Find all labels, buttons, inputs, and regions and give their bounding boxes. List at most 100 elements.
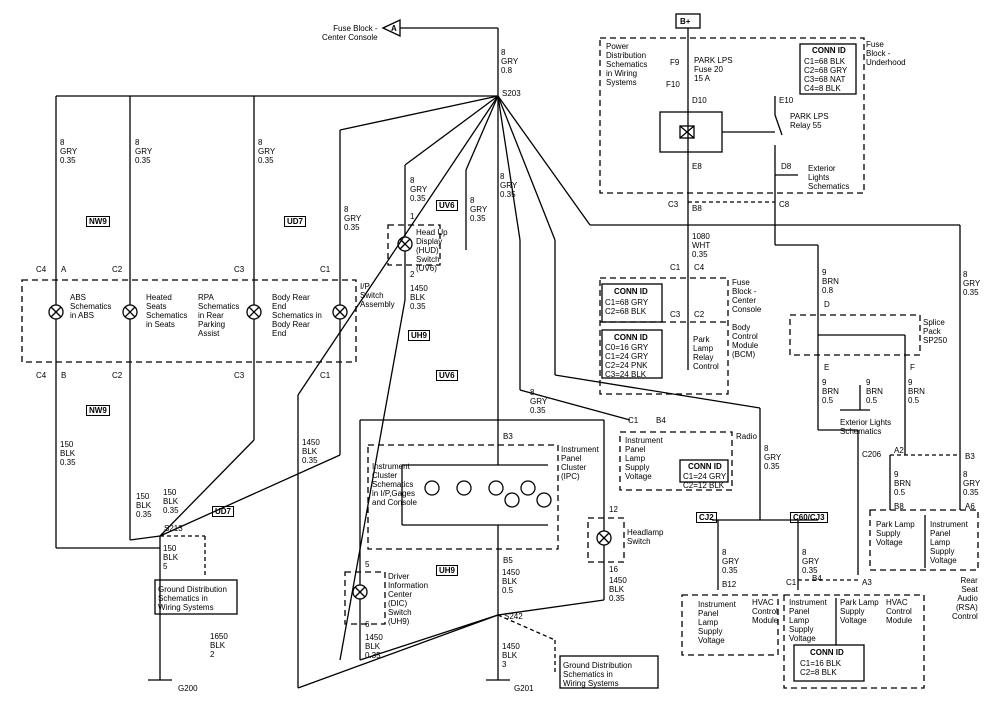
dic-switch-label: Driver Information Center (DIC) Switch (… <box>388 572 429 626</box>
ipc-label: Instrument Panel Cluster (IPC) <box>561 445 599 481</box>
e10-label: E10 <box>779 96 794 105</box>
left-wire-3: 8 GRY 0.35 <box>258 138 276 165</box>
c4-top-label: C4 <box>36 265 47 274</box>
headlamp-pin-16: 16 <box>609 565 618 574</box>
bcm-conn1-lines: C1=68 GRY C2=68 BLK <box>605 298 649 316</box>
ground-g200-label: G200 <box>178 684 198 693</box>
radio-label: Radio <box>736 432 757 441</box>
hud-pin-2: 2 <box>410 270 415 279</box>
left-wire-2: 8 GRY 0.35 <box>135 138 153 165</box>
ipc-wire-1450-left: 1450 BLK 0.35 <box>302 438 320 465</box>
rsa-a2-label: A2 <box>894 446 904 455</box>
fuse-block-cc-label: Fuse Block - Center Console <box>732 278 762 314</box>
underhood-conn-id-lines: C1=68 BLK C2=68 GRY C3=68 NAT C4=8 BLK <box>804 57 848 93</box>
connector-a-label: A <box>391 24 397 33</box>
hvac-c1-label: C1 <box>786 578 797 587</box>
ipc-inner-label: Instrument Cluster Schematics in I/P,Gag… <box>372 462 417 507</box>
wire-1650: 1650 BLK 2 <box>210 632 228 659</box>
headlamp-pin-12: 12 <box>609 505 618 514</box>
park-lps-relay-label: PARK LPS Relay 55 <box>790 112 829 130</box>
rsa-inner-right: Instrument Panel Lamp Supply Voltage <box>930 520 968 565</box>
rsa-a6-wire: 8 GRY 0.35 <box>963 470 981 497</box>
hud-switch-label: Head Up Display (HUD) Switch (UV6) <box>416 228 448 273</box>
hud-wire-1450: 1450 BLK 0.35 <box>410 284 428 311</box>
hvac-right-wire: 8 GRY 0.35 <box>802 548 820 575</box>
power-distribution-label: Power Distribution Schematics in Wiring … <box>606 42 648 87</box>
ipc-wire-b5: 1450 BLK 0.5 <box>502 568 520 595</box>
splice-pack-label: Splice Pack SP250 <box>923 318 948 345</box>
radio-c1-label: C1 <box>628 416 639 425</box>
fuse-block-underhood-label: Fuse Block - Underhood <box>866 40 906 67</box>
hvac-left-module: HVAC Control Module <box>752 598 779 625</box>
nw9-bottom-tag: NW9 <box>86 405 110 416</box>
rsa-control-label: Rear Seat Audio (RSA) Control <box>952 576 978 621</box>
heated-seats-label: Heated Seats Schematics in Seats <box>146 293 188 329</box>
bcm-c1-label: C1 <box>670 263 681 272</box>
ipc-b3-label: B3 <box>503 432 513 441</box>
splice-s213-label: S213 <box>164 524 183 533</box>
splice-s242-label: S242 <box>504 612 523 621</box>
dic-pin-6: 6 <box>365 620 370 629</box>
pin-a-label: A <box>61 265 67 274</box>
splice-e-wire: 9 BRN 0.5 <box>822 378 839 405</box>
hvac-b12-label: B12 <box>722 580 737 589</box>
hvac-left-wire: 8 GRY 0.35 <box>722 548 740 575</box>
g201-wire: 1450 BLK 3 <box>502 642 520 669</box>
headlamp-switch-label: Headlamp Switch <box>627 528 664 546</box>
rsa-b8-wire: 9 BRN 0.5 <box>894 470 911 497</box>
underhood-conn-id-title: CONN ID <box>812 46 846 55</box>
ud7-bottom-tag: UD7 <box>212 506 235 517</box>
rsa-a6-label: A6 <box>965 502 975 511</box>
bcm-module-label: Body Control Module (BCM) <box>732 323 759 359</box>
radio-conn-id-title: CONN ID <box>688 462 722 471</box>
left-wire-1: 8 GRY 0.35 <box>60 138 78 165</box>
splice-f-label: F <box>910 363 915 372</box>
bcm-c2-label: C2 <box>694 310 705 319</box>
e8-label: E8 <box>692 162 702 171</box>
body-rear-end-label: Body Rear End Schematics in Body Rear En… <box>272 293 322 338</box>
wire-150-b: 150 BLK 0.35 <box>136 492 152 519</box>
dic-wire-1450: 1450 BLK 0.35 <box>365 633 383 660</box>
f9-label: F9 <box>670 58 680 67</box>
hvac-conn-id-lines: C1=16 BLK C2=8 BLK <box>800 659 842 677</box>
b8-label: B8 <box>692 204 702 213</box>
hvac-right-inner-1: Instrument Panel Lamp Supply Voltage <box>789 598 827 643</box>
radio-b4-label: B4 <box>656 416 666 425</box>
rsa-inner-left: Park Lamp Supply Voltage <box>876 520 915 547</box>
splice-f-wire: 9 BRN 0.5 <box>908 378 925 405</box>
uh9-tag: UH9 <box>408 330 431 341</box>
c3-bottom-label: C3 <box>234 371 245 380</box>
ground-g201-label: G201 <box>514 684 534 693</box>
fuse-block-center-console-label: Fuse Block - Center Console <box>322 24 378 42</box>
hud-pin-1: 1 <box>410 212 415 221</box>
bcm-c4-label: C4 <box>694 263 705 272</box>
hvac-a3-label: A3 <box>862 578 872 587</box>
b-plus-label: B+ <box>680 17 691 26</box>
uh9-dic-tag: UH9 <box>436 565 459 576</box>
hvac-right-module: HVAC Control Module <box>886 598 913 625</box>
headlamp-wire-1450: 1450 BLK 0.35 <box>609 576 627 603</box>
ground-distribution-left: Ground Distribution Schematics in Wiring… <box>158 585 227 612</box>
rpa-schematics-label: RPA Schematics in Rear Parking Assist <box>198 293 240 338</box>
ud7-top-tag: UD7 <box>284 216 307 227</box>
c206-label: C206 <box>862 450 882 459</box>
c8-label: C8 <box>779 200 790 209</box>
wire-150-c: 150 BLK 0.35 <box>163 488 179 515</box>
rsa-b3-label: B3 <box>965 452 975 461</box>
abs-schematics-label: ABS Schematics in ABS <box>70 293 112 320</box>
bcm-conn1-title: CONN ID <box>614 287 648 296</box>
d10-label: D10 <box>692 96 707 105</box>
bcm-c3-label: C3 <box>670 310 681 319</box>
ipc-wire-left-8: 8 GRY 0.35 <box>500 172 518 199</box>
splice-d-label: D <box>824 300 830 309</box>
hvac-left-inner: Instrument Panel Lamp Supply Voltage <box>698 600 736 645</box>
splice-in-wire: 9 BRN 0.8 <box>822 268 839 295</box>
radio-wire-8: 8 GRY 0.35 <box>530 388 548 415</box>
c3-label: C3 <box>668 200 679 209</box>
top-wire-label: 8 GRY 0.8 <box>501 48 519 75</box>
hvac-b4-label: B4 <box>812 574 822 583</box>
bcm-conn2-lines: C0=16 GRY C1=24 GRY C2=24 PNK C3=24 BLK <box>605 343 649 379</box>
hud-wire-8: 8 GRY 0.35 <box>410 176 428 203</box>
exterior-lights-label: Exterior Lights Schematics <box>808 164 850 191</box>
